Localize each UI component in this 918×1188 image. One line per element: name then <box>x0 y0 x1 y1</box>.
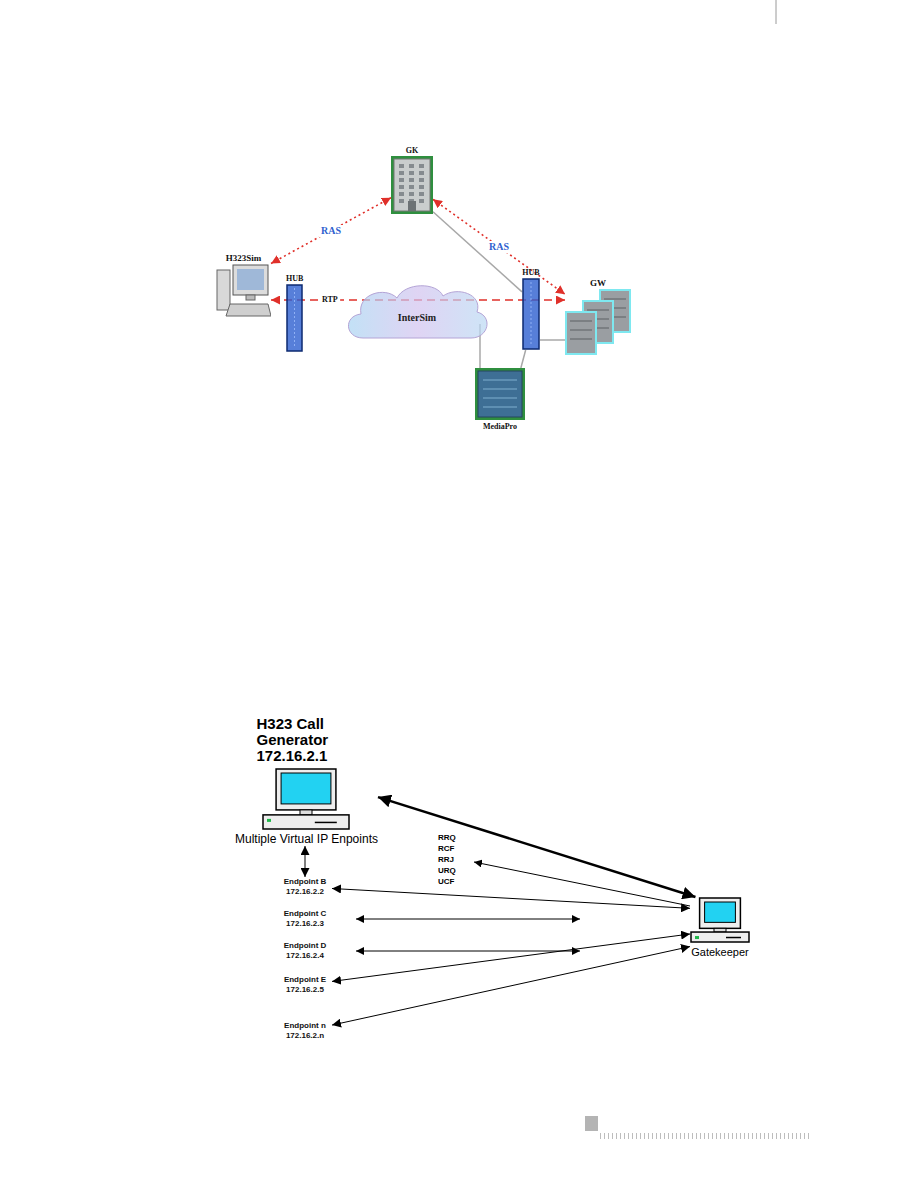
gatekeeper-icon: GK <box>391 146 433 214</box>
call-generator-pc: H323 Call Generator 172.16.2.1Multiple V… <box>235 716 378 846</box>
endpoint-label: Endpoint D 172.16.2.4 <box>278 941 332 961</box>
node-label: Endpoint C 172.16.2.3 <box>278 909 332 929</box>
node-label: Endpoint n 172.16.2.n <box>278 1021 332 1041</box>
connector <box>332 947 690 1026</box>
hub-bar-drawing <box>286 284 303 352</box>
connector <box>271 198 391 264</box>
hub-bar: HUB <box>522 268 540 350</box>
hub-bar-drawing <box>522 278 540 350</box>
node-label: H323Sim <box>226 253 262 264</box>
endpoint-label: Endpoint B 172.16.2.2 <box>278 877 332 897</box>
call-generator-pc-drawing <box>262 768 350 830</box>
endpoint-label: Endpoint E 172.16.2.5 <box>278 975 332 995</box>
connector <box>305 846 306 877</box>
node-label: GK <box>406 146 418 156</box>
endpoint-c-arrow <box>356 919 580 920</box>
gateway-servers-drawing <box>565 289 631 355</box>
gatekeeper-pc-drawing <box>690 897 750 943</box>
media-server-drawing <box>475 368 525 420</box>
node-sublabel: Multiple Virtual IP Enpoints <box>235 832 378 846</box>
node-label: Endpoint B 172.16.2.2 <box>278 877 332 897</box>
node-label: HUB <box>522 268 539 278</box>
node-label: InterSim <box>398 312 436 324</box>
node-label: MediaPro <box>483 422 517 432</box>
connector <box>378 797 695 897</box>
simulator-pc-drawing <box>216 264 271 319</box>
gateway-servers: GW <box>565 278 631 355</box>
node-label: Gatekeeper <box>691 946 748 959</box>
network-cloud: InterSim <box>343 280 491 324</box>
node-label: GW <box>590 278 606 289</box>
media-server: MediaPro <box>475 368 525 432</box>
endpoint-d-arrow <box>356 951 580 952</box>
connector <box>433 199 565 294</box>
page-number-box <box>585 1116 598 1131</box>
header-rule <box>776 0 777 24</box>
network-cloud-drawing <box>343 280 491 342</box>
gatekeeper-pc: Gatekeeper <box>690 897 750 959</box>
connector <box>540 339 565 341</box>
hub-bar: HUB <box>286 274 303 352</box>
edge-label: RAS <box>487 241 511 253</box>
edge-label: RAS <box>319 225 343 237</box>
endpoint-label: Endpoint C 172.16.2.3 <box>278 909 332 929</box>
simulator-pc: H323Sim <box>216 253 271 319</box>
gatekeeper-icon-drawing <box>391 156 433 214</box>
node-label: Endpoint D 172.16.2.4 <box>278 941 332 961</box>
edge-label: RTP <box>320 295 340 305</box>
connector <box>332 934 690 981</box>
node-label: H323 Call Generator 172.16.2.1 <box>256 716 356 764</box>
message-list: RRQ RCF RRJ URQ UCF <box>438 832 462 887</box>
connector <box>332 888 690 908</box>
connector <box>521 350 526 368</box>
connector <box>433 212 522 292</box>
endpoint-label: Endpoint n 172.16.2.n <box>278 1021 332 1041</box>
node-label: HUB <box>286 274 303 284</box>
footer-dots <box>600 1133 812 1139</box>
node-label: Endpoint E 172.16.2.5 <box>278 975 332 995</box>
